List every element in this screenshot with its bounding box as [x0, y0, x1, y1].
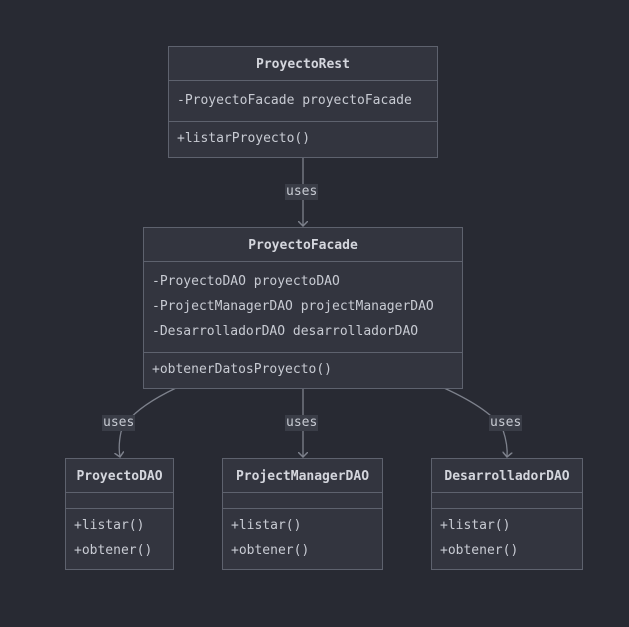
attribute: -ProyectoFacade proyectoFacade	[177, 93, 412, 108]
class-name: ProyectoDAO	[66, 459, 173, 493]
attributes-section	[432, 493, 582, 509]
class-proyecto-facade: ProyectoFacade -ProyectoDAO proyectoDAO …	[143, 227, 463, 389]
method: +listarProyecto()	[177, 131, 311, 146]
edge-label-rest-facade: uses	[285, 184, 319, 200]
class-name: ProyectoRest	[169, 47, 437, 81]
method: +obtener()	[440, 543, 519, 558]
attribute: -DesarrolladorDAO desarrolladorDAO	[152, 324, 419, 339]
class-name: ProjectManagerDAO	[223, 459, 382, 493]
attributes-section: -ProyectoDAO proyectoDAO -ProjectManager…	[144, 262, 462, 353]
edge-facade-to-proyecto-dao	[119, 387, 177, 457]
attributes-section	[66, 493, 173, 509]
class-proyecto-rest: ProyectoRest -ProyectoFacade proyectoFac…	[168, 46, 438, 158]
class-name: ProyectoFacade	[144, 228, 462, 262]
class-desarrollador-dao: DesarrolladorDAO +listar() +obtener()	[431, 458, 583, 570]
class-name: DesarrolladorDAO	[432, 459, 582, 493]
methods-section: +listar() +obtener()	[66, 509, 173, 563]
method: +obtener()	[231, 543, 310, 558]
edge-label-facade-proyecto-dao: uses	[102, 415, 136, 431]
method: +obtener()	[74, 543, 153, 558]
method: +listar()	[231, 518, 302, 533]
attribute: -ProjectManagerDAO projectManagerDAO	[152, 299, 434, 314]
method: +listar()	[440, 518, 511, 533]
attributes-section: -ProyectoFacade proyectoFacade	[169, 81, 437, 122]
methods-section: +listar() +obtener()	[223, 509, 382, 563]
methods-section: +obtenerDatosProyecto()	[144, 353, 462, 382]
edge-label-facade-dev-dao: uses	[489, 415, 523, 431]
edge-label-facade-pm-dao: uses	[285, 415, 319, 431]
class-proyecto-dao: ProyectoDAO +listar() +obtener()	[65, 458, 174, 570]
method: +obtenerDatosProyecto()	[152, 362, 333, 377]
methods-section: +listar() +obtener()	[432, 509, 582, 563]
method: +listar()	[74, 518, 145, 533]
attribute: -ProyectoDAO proyectoDAO	[152, 274, 340, 289]
attributes-section	[223, 493, 382, 509]
methods-section: +listarProyecto()	[169, 122, 437, 151]
class-project-manager-dao: ProjectManagerDAO +listar() +obtener()	[222, 458, 383, 570]
